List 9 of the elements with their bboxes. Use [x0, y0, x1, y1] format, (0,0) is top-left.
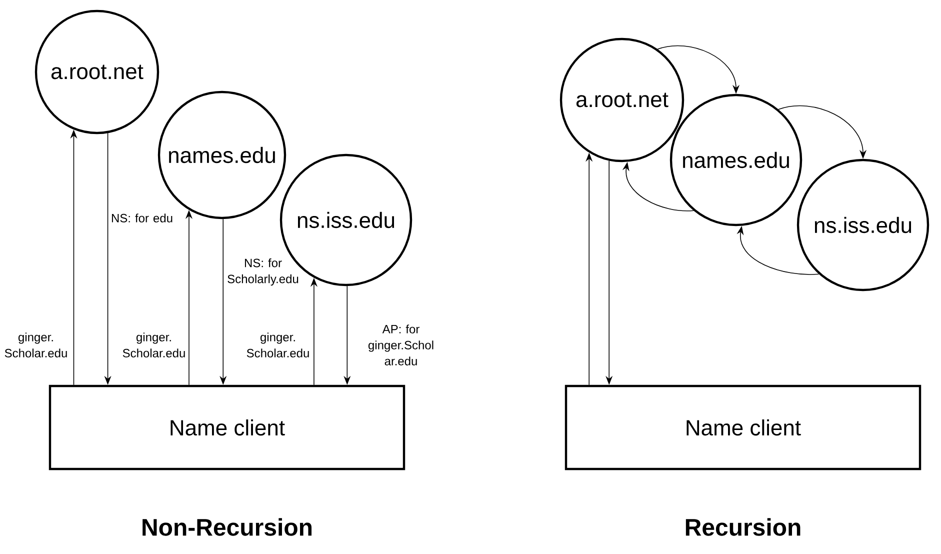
edge-label: AP: for ginger.Schol ar.edu — [368, 324, 434, 366]
edge-label: ginger. Scholar.edu — [4, 332, 67, 358]
edge-label: NS: for Scholarly.edu — [228, 258, 298, 286]
edge-label: ginger. Scholar.edu — [246, 332, 309, 358]
panel-title: Non-Recursion — [142, 518, 312, 536]
client-box: Name client — [564, 384, 922, 470]
client-box: Name client — [48, 384, 406, 470]
panel-title: Recursion — [686, 518, 800, 536]
edge-label: ginger. Scholar.edu — [122, 332, 185, 358]
